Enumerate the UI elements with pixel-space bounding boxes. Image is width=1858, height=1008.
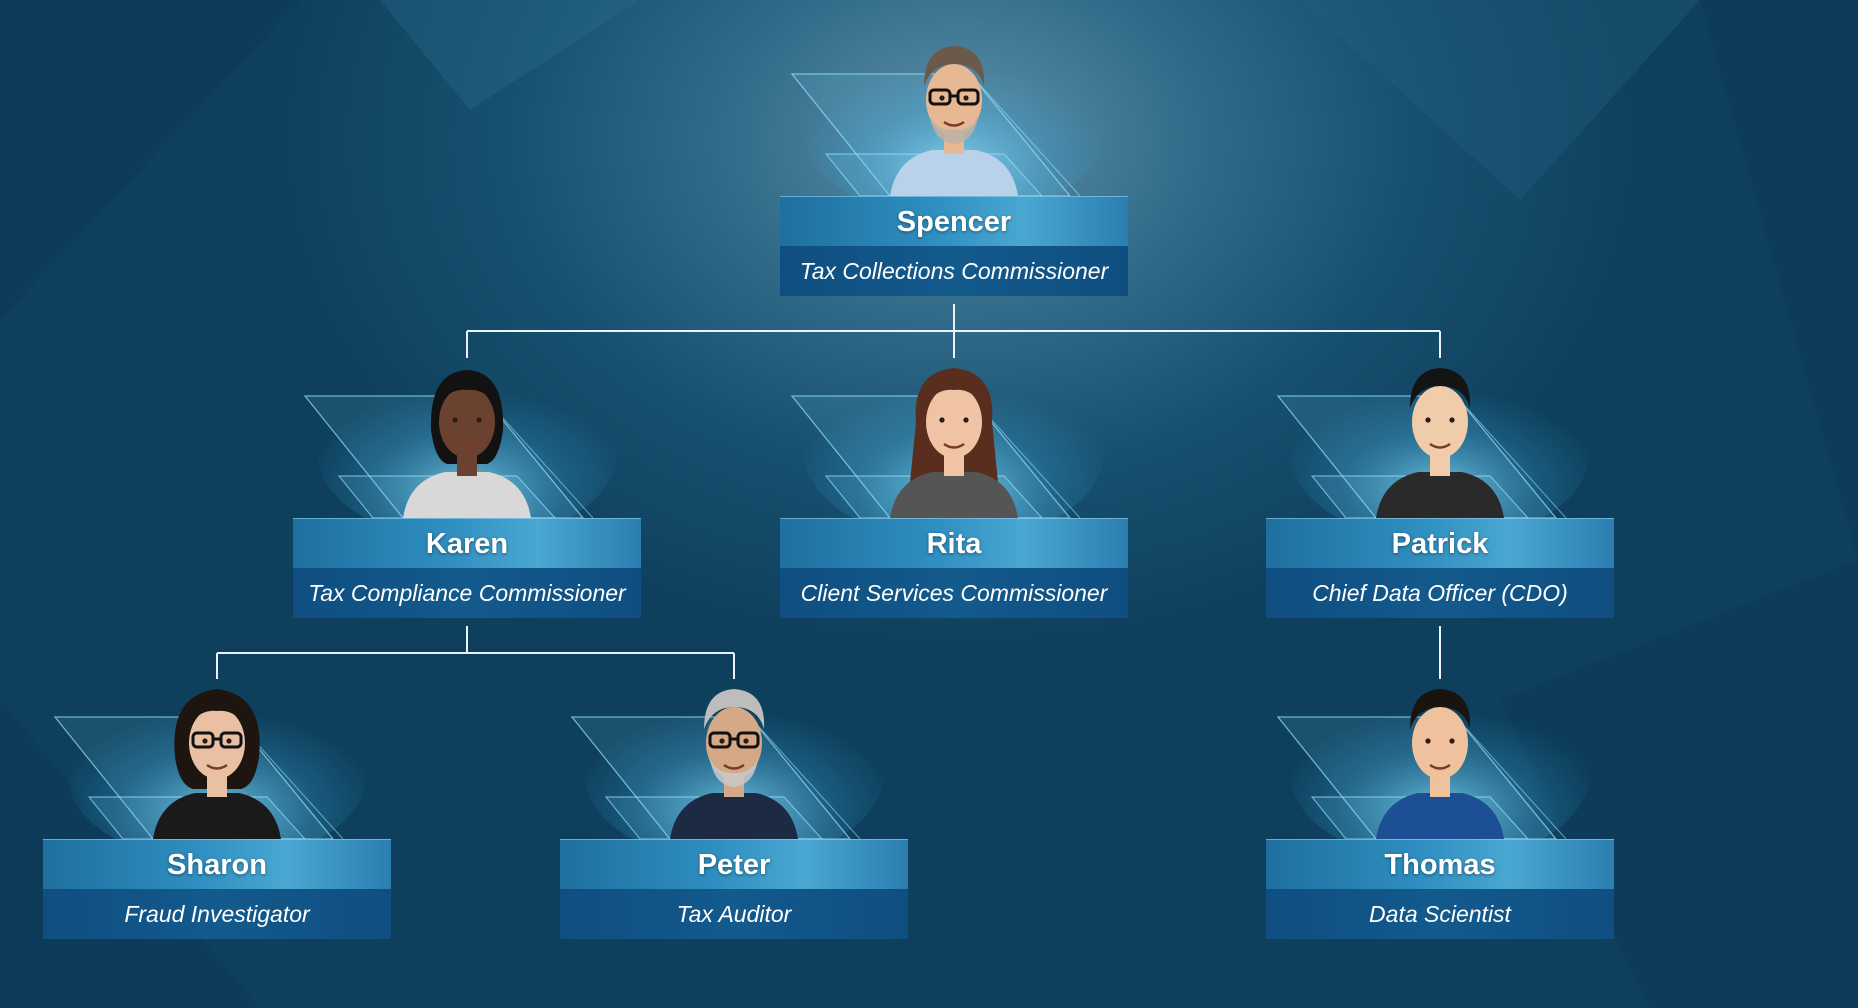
person-title: Chief Data Officer (CDO)	[1312, 580, 1568, 606]
connector-karen	[216, 626, 735, 679]
org-node-sharon[interactable]: Sharon Fraud Investigator	[43, 643, 391, 939]
org-node-karen[interactable]: Karen Tax Compliance Commissioner	[293, 322, 641, 618]
person-name: Peter	[697, 849, 771, 881]
man-glasses-grey-hair-avatar	[662, 673, 806, 839]
title-banner: Tax Compliance Commissioner	[293, 568, 641, 618]
title-banner: Tax Collections Commissioner	[780, 246, 1128, 296]
org-node-patrick[interactable]: Patrick Chief Data Officer (CDO)	[1266, 322, 1614, 618]
org-node-spencer[interactable]: Spencer Tax Collections Commissioner	[780, 0, 1128, 296]
woman-long-hair-avatar	[882, 352, 1026, 518]
person-title: Client Services Commissioner	[800, 580, 1108, 606]
name-banner: Patrick	[1266, 518, 1614, 569]
name-banner: Karen	[293, 518, 641, 569]
man-glasses-beard-avatar	[882, 30, 1026, 196]
person-title: Data Scientist	[1369, 901, 1511, 927]
name-banner: Thomas	[1266, 839, 1614, 890]
person-name: Patrick	[1391, 528, 1489, 560]
title-banner: Client Services Commissioner	[780, 568, 1128, 618]
org-node-thomas[interactable]: Thomas Data Scientist	[1266, 643, 1614, 939]
person-title: Fraud Investigator	[124, 901, 310, 927]
person-title: Tax Compliance Commissioner	[308, 580, 626, 606]
person-name: Spencer	[896, 206, 1012, 238]
person-name: Karen	[425, 528, 509, 560]
name-banner: Peter	[560, 839, 908, 890]
connector-spencer	[466, 304, 1441, 358]
person-name: Thomas	[1384, 849, 1496, 881]
man-short-hair-avatar	[1368, 352, 1512, 518]
name-banner: Rita	[780, 518, 1128, 569]
title-banner: Data Scientist	[1266, 889, 1614, 939]
woman-glasses-avatar	[145, 673, 289, 839]
name-banner: Spencer	[780, 196, 1128, 247]
title-banner: Tax Auditor	[560, 889, 908, 939]
man-smiling-avatar	[1368, 673, 1512, 839]
person-name: Rita	[926, 528, 982, 560]
person-name: Sharon	[167, 849, 267, 881]
name-banner: Sharon	[43, 839, 391, 890]
person-title: Tax Collections Commissioner	[799, 258, 1109, 284]
woman-short-hair-avatar	[395, 352, 539, 518]
org-node-peter[interactable]: Peter Tax Auditor	[560, 643, 908, 939]
person-title: Tax Auditor	[676, 901, 792, 927]
title-banner: Chief Data Officer (CDO)	[1266, 568, 1614, 618]
org-node-rita[interactable]: Rita Client Services Commissioner	[780, 322, 1128, 618]
title-banner: Fraud Investigator	[43, 889, 391, 939]
